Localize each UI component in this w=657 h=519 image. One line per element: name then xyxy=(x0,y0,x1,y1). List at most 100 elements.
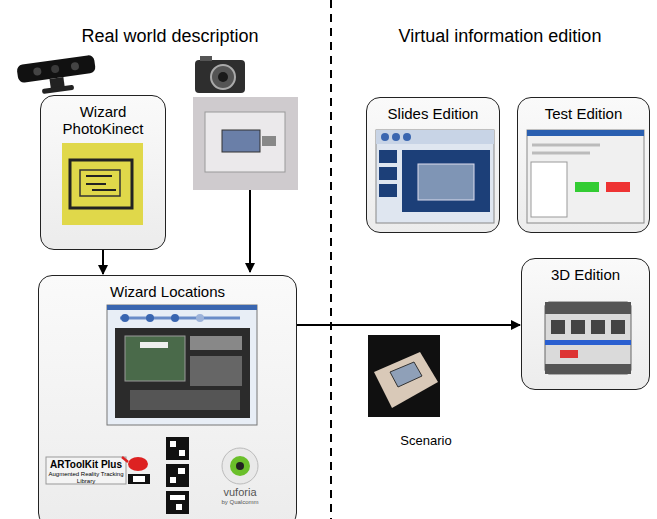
marker-cell xyxy=(178,468,185,474)
editor-box: Test Edition xyxy=(517,97,650,233)
drive xyxy=(190,336,242,350)
photo-part xyxy=(262,136,276,146)
green-button xyxy=(575,182,599,192)
step-bar xyxy=(120,317,240,320)
marker-cell xyxy=(170,495,185,500)
window-titlebar xyxy=(107,305,257,310)
marker xyxy=(166,464,189,487)
window-frame xyxy=(527,130,644,223)
computer-photo xyxy=(115,328,250,418)
window-titlebar xyxy=(527,130,644,136)
node-title: 3D Edition xyxy=(522,259,649,283)
photo-device xyxy=(222,130,260,152)
kinect-depth-image xyxy=(62,143,143,225)
fiducial-markers xyxy=(166,437,189,514)
slides-screenshot xyxy=(376,130,494,223)
kinect-lens xyxy=(70,62,79,71)
breaker-toggle xyxy=(551,320,565,334)
depth-outline xyxy=(70,160,132,208)
kinect-base xyxy=(42,85,74,94)
kinect-stand xyxy=(49,77,64,89)
kinect-sensor xyxy=(16,55,98,98)
kinect-body xyxy=(16,55,96,84)
flow-arrow xyxy=(102,250,104,274)
node-title: Slides Edition xyxy=(367,98,499,122)
marker xyxy=(166,437,189,460)
step-dot xyxy=(196,314,204,322)
psu xyxy=(190,356,242,386)
breaker-label xyxy=(560,350,578,358)
breaker-body xyxy=(545,302,631,374)
marker-cell xyxy=(179,450,185,456)
slide-image xyxy=(418,164,474,200)
breaker-terminals xyxy=(545,364,631,374)
form-field xyxy=(532,144,600,147)
divider-line xyxy=(330,0,332,519)
node-title: Wizard Locations xyxy=(39,276,296,300)
depth-outline xyxy=(80,170,120,196)
breaker-toggle xyxy=(591,320,605,334)
logo-text: ARToolKit Plus xyxy=(47,459,125,471)
tool-icon xyxy=(403,133,411,141)
marker xyxy=(166,491,189,514)
editor-box: Slides Edition xyxy=(366,97,500,233)
tool-icon xyxy=(381,133,389,141)
slide xyxy=(402,150,490,212)
step-dot xyxy=(146,314,154,322)
breaker-toggle xyxy=(611,320,625,334)
logo-pupil xyxy=(236,462,244,470)
camera-body xyxy=(195,60,245,93)
node-title: Wizard PhotoKinect xyxy=(41,96,165,138)
artoolkit-logo xyxy=(46,457,126,484)
logo-eye xyxy=(222,448,258,484)
window-frame xyxy=(107,305,257,425)
thumbnail xyxy=(379,184,397,197)
logo-iris xyxy=(230,456,250,476)
vuforia-logo xyxy=(222,448,258,484)
breaker-stripe xyxy=(545,340,631,345)
window-frame xyxy=(376,130,494,223)
marker-cell xyxy=(170,477,176,483)
list-box xyxy=(531,162,567,217)
real-photo xyxy=(193,97,298,190)
flow-arrow xyxy=(297,324,520,326)
breaker-toggle xyxy=(571,320,585,334)
scenario-ground xyxy=(368,335,440,417)
test-screenshot xyxy=(527,130,644,223)
wizard-box: Wizard PhotoKinect xyxy=(40,95,166,250)
editor-box: 3D Edition xyxy=(521,258,650,390)
logo-subtext: Augmented Reality Tracking Library xyxy=(47,471,125,485)
photo-ground xyxy=(193,97,298,190)
motherboard xyxy=(125,336,185,381)
marker xyxy=(128,474,150,484)
locations-screenshot xyxy=(107,305,257,425)
node-title: Test Edition xyxy=(518,98,649,122)
photo-arrow xyxy=(249,190,251,272)
teapot-spout xyxy=(122,457,128,462)
depth-lines xyxy=(86,176,116,190)
cards xyxy=(130,390,240,410)
logo-frame xyxy=(46,457,126,484)
camera-button xyxy=(200,56,212,61)
camera-lens xyxy=(211,65,235,89)
highlight xyxy=(140,342,168,348)
logo-subtext: by Qualcomm xyxy=(205,499,275,506)
toolbar xyxy=(376,130,494,144)
scenario-image xyxy=(368,335,440,417)
step-dot xyxy=(171,314,179,322)
marker-inner xyxy=(133,476,145,482)
step-dot xyxy=(121,314,129,322)
circuit-breaker xyxy=(545,302,631,374)
marker-cell xyxy=(176,504,182,510)
form-field xyxy=(532,152,590,155)
teapot-marker xyxy=(122,457,150,484)
kinect-lens xyxy=(51,65,60,74)
marker-cell xyxy=(170,441,176,447)
teapot xyxy=(128,457,148,471)
photo-housing xyxy=(205,112,285,172)
red-button xyxy=(606,182,630,192)
camera-lens-center xyxy=(218,72,228,82)
photo-camera xyxy=(195,56,245,93)
